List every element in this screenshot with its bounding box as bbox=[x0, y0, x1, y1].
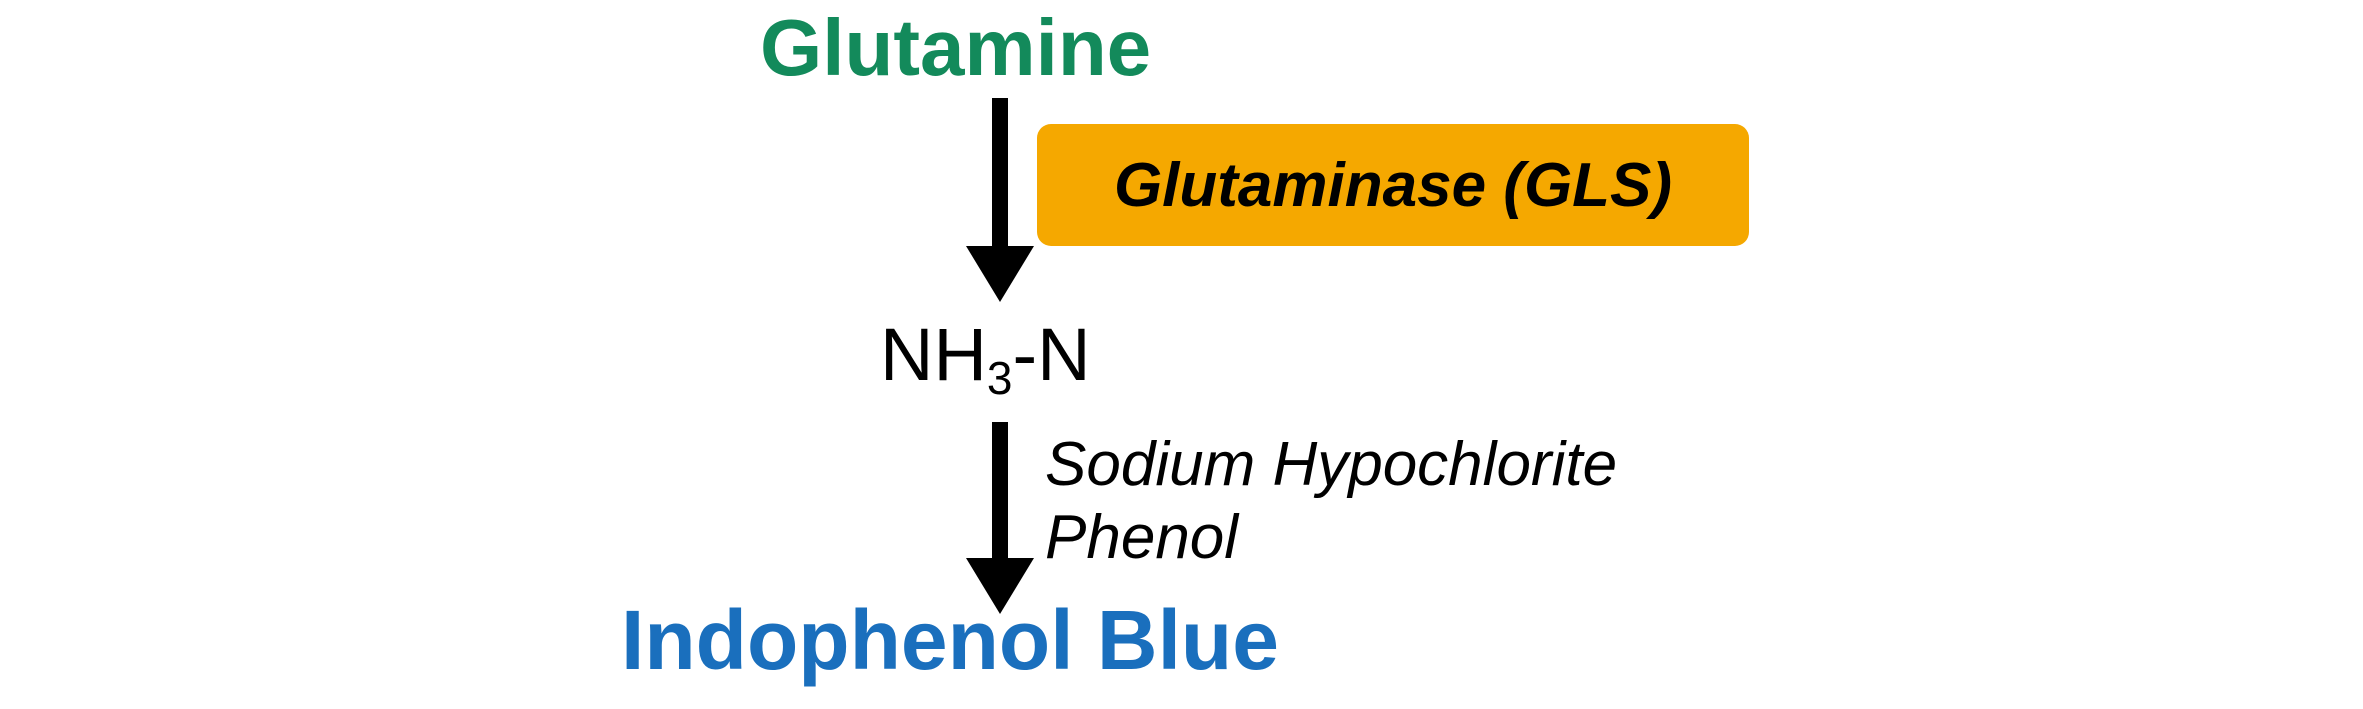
enzyme-box: Glutaminase (GLS) bbox=[1037, 124, 1749, 246]
arrow-head bbox=[966, 246, 1034, 302]
arrow-shaft bbox=[992, 422, 1008, 560]
intermediate-label: NH3-N bbox=[880, 318, 1091, 402]
down-arrow-icon bbox=[966, 98, 1034, 302]
arrow-shaft bbox=[992, 98, 1008, 248]
arrow-head bbox=[966, 558, 1034, 614]
substrate-label: Glutamine bbox=[760, 3, 1152, 92]
intermediate-subscript: 3 bbox=[986, 352, 1013, 404]
product-label: Indophenol Blue bbox=[621, 593, 1279, 687]
reagent-sodium-hypochlorite: Sodium Hypochlorite bbox=[1045, 430, 1618, 499]
reagent-phenol: Phenol bbox=[1045, 503, 1239, 573]
enzyme-label: Glutaminase (GLS) bbox=[1113, 150, 1673, 220]
reagents-list: Sodium Hypochlorite Phenol bbox=[1045, 428, 1617, 574]
intermediate-suffix: -N bbox=[1012, 313, 1091, 396]
intermediate-main: NH bbox=[880, 313, 987, 396]
down-arrow-icon bbox=[966, 422, 1034, 614]
